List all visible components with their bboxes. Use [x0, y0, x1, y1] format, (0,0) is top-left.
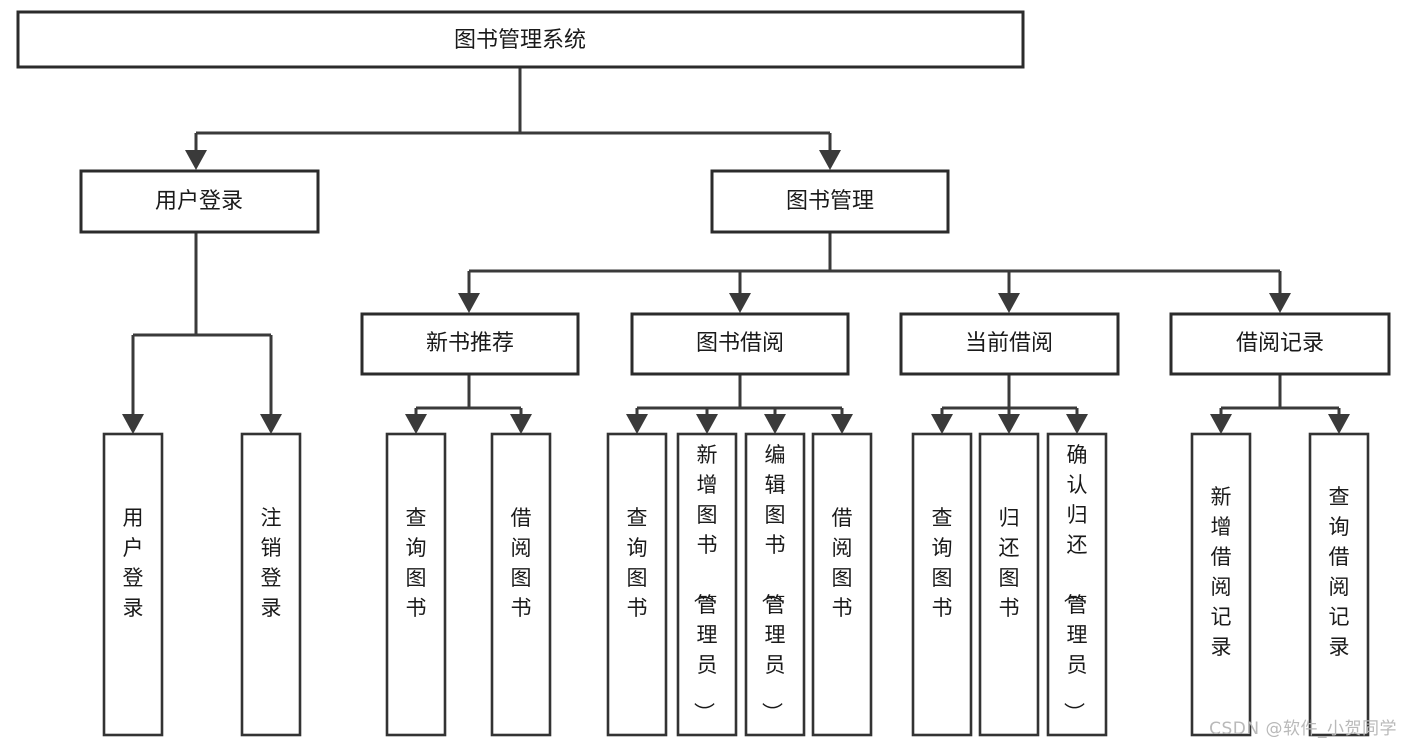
leaf-book-borrow-query[interactable]: 查询图书: [606, 432, 668, 737]
node-new-book-recommend[interactable]: 新书推荐: [360, 312, 580, 376]
arrowhead-cb-query-book: [931, 414, 953, 434]
leaf-user-login-login-label: 用户登录: [123, 506, 144, 620]
arrowhead-bb-query-book: [626, 414, 648, 434]
arrowhead-book-manage: [819, 150, 841, 170]
leaf-user-login-logout-label: 注销登录: [261, 506, 282, 620]
leaf-current-borrow-confirm[interactable]: 确认归还（管理员）: [1046, 432, 1108, 737]
arrowhead-borrow-record: [1269, 293, 1291, 313]
arrowhead-nb-query-book: [405, 414, 427, 434]
node-borrow-record[interactable]: 借阅记录: [1169, 312, 1391, 376]
arrowhead-bb-edit-book: [764, 414, 786, 434]
leaf-new-book-query[interactable]: 查询图书: [385, 432, 447, 737]
leaf-user-login-logout[interactable]: 注销登录: [240, 432, 302, 737]
leaf-book-borrow-add-box[interactable]: [676, 432, 738, 737]
leaf-user-login-logout-box[interactable]: [240, 432, 302, 737]
leaf-new-book-borrow[interactable]: 借阅图书: [490, 432, 552, 737]
leaf-book-borrow-borrow[interactable]: 借阅图书: [811, 432, 873, 737]
leaf-borrow-record-query[interactable]: 查询借阅记录: [1308, 432, 1370, 737]
connector-group-user-login-to-leaves: [122, 232, 282, 434]
node-user-login-label: 用户登录: [155, 189, 243, 214]
leaf-borrow-record-query-box[interactable]: [1308, 432, 1370, 737]
leaf-book-borrow-edit-box[interactable]: [744, 432, 806, 737]
leaf-book-borrow-add-label: 新增图书（管理员）: [692, 443, 718, 723]
arrowhead-cb-return-book: [998, 414, 1020, 434]
arrowhead-leaf-user-login: [122, 414, 144, 434]
arrowhead-current-borrow: [998, 293, 1020, 313]
node-book-borrow-box[interactable]: [630, 312, 850, 376]
arrowhead-br-add-record: [1210, 414, 1232, 434]
arrowhead-cb-confirm-return: [1066, 414, 1088, 434]
node-current-borrow-label: 当前借阅: [965, 331, 1053, 356]
arrowhead-bb-add-book: [696, 414, 718, 434]
arrowhead-new-book-recommend: [458, 293, 480, 313]
node-borrow-record-box[interactable]: [1169, 312, 1391, 376]
leaf-current-borrow-return-label: 归还图书: [999, 506, 1020, 620]
leaf-book-borrow-query-label: 查询图书: [627, 506, 648, 620]
node-book-manage-label: 图书管理: [786, 189, 874, 214]
node-book-borrow[interactable]: 图书借阅: [630, 312, 850, 376]
leaf-current-borrow-query-label: 查询图书: [932, 506, 953, 620]
connector-group-book-manage-to-level3: [458, 232, 1291, 313]
connector-group-new-book-to-leaves: [405, 374, 532, 434]
arrowhead-user-login: [185, 150, 207, 170]
node-new-book-recommend-box[interactable]: [360, 312, 580, 376]
node-user-login-box[interactable]: [79, 169, 320, 234]
leaf-new-book-query-label: 查询图书: [406, 506, 427, 620]
node-borrow-record-label: 借阅记录: [1236, 331, 1324, 356]
leaf-current-borrow-query[interactable]: 查询图书: [911, 432, 973, 737]
leaf-current-borrow-return[interactable]: 归还图书: [978, 432, 1040, 737]
arrowhead-nb-borrow-book: [510, 414, 532, 434]
leaf-user-login-login-box[interactable]: [102, 432, 164, 737]
leaf-borrow-record-query-label: 查询借阅记录: [1329, 485, 1350, 659]
node-root-label: 图书管理系统: [454, 28, 586, 53]
node-root-box[interactable]: [16, 10, 1025, 69]
leaf-borrow-record-add[interactable]: 新增借阅记录: [1190, 432, 1252, 737]
leaf-book-borrow-query-box[interactable]: [606, 432, 668, 737]
arrowhead-bb-borrow-book: [831, 414, 853, 434]
leaf-book-borrow-borrow-box[interactable]: [811, 432, 873, 737]
node-book-manage[interactable]: 图书管理: [710, 169, 950, 234]
leaf-new-book-query-box[interactable]: [385, 432, 447, 737]
arrowhead-br-query-record: [1328, 414, 1350, 434]
watermark: CSDN @软件_小贺同学: [1209, 719, 1397, 739]
node-book-manage-box[interactable]: [710, 169, 950, 234]
node-book-borrow-label: 图书借阅: [696, 331, 784, 356]
arrowhead-leaf-logout: [260, 414, 282, 434]
leaf-current-borrow-confirm-box[interactable]: [1046, 432, 1108, 737]
node-root-system[interactable]: 图书管理系统: [16, 10, 1025, 69]
node-current-borrow[interactable]: 当前借阅: [899, 312, 1120, 376]
arrowhead-book-borrow: [729, 293, 751, 313]
node-user-login[interactable]: 用户登录: [79, 169, 320, 234]
leaf-current-borrow-return-box[interactable]: [978, 432, 1040, 737]
connector-group-root-to-level2: [185, 67, 841, 170]
leaf-borrow-record-add-box[interactable]: [1190, 432, 1252, 737]
leaf-new-book-borrow-label: 借阅图书: [511, 506, 532, 620]
node-current-borrow-box[interactable]: [899, 312, 1120, 376]
connector-group-current-borrow-to-leaves: [931, 374, 1088, 434]
connector-group-book-borrow-to-leaves: [626, 374, 853, 434]
leaf-book-borrow-add[interactable]: 新增图书（管理员）: [676, 432, 738, 737]
leaf-new-book-borrow-box[interactable]: [490, 432, 552, 737]
leaf-book-borrow-borrow-label: 借阅图书: [832, 506, 853, 620]
node-new-book-recommend-label: 新书推荐: [426, 331, 514, 356]
leaf-borrow-record-add-label: 新增借阅记录: [1211, 485, 1232, 659]
leaf-current-borrow-query-box[interactable]: [911, 432, 973, 737]
leaf-book-borrow-edit-label: 编辑图书（管理员）: [760, 443, 786, 723]
leaf-book-borrow-edit[interactable]: 编辑图书（管理员）: [744, 432, 806, 737]
leaf-current-borrow-confirm-label: 确认归还（管理员）: [1062, 443, 1088, 723]
leaf-user-login-login[interactable]: 用户登录: [102, 432, 164, 737]
connector-group-borrow-record-to-leaves: [1210, 374, 1350, 434]
